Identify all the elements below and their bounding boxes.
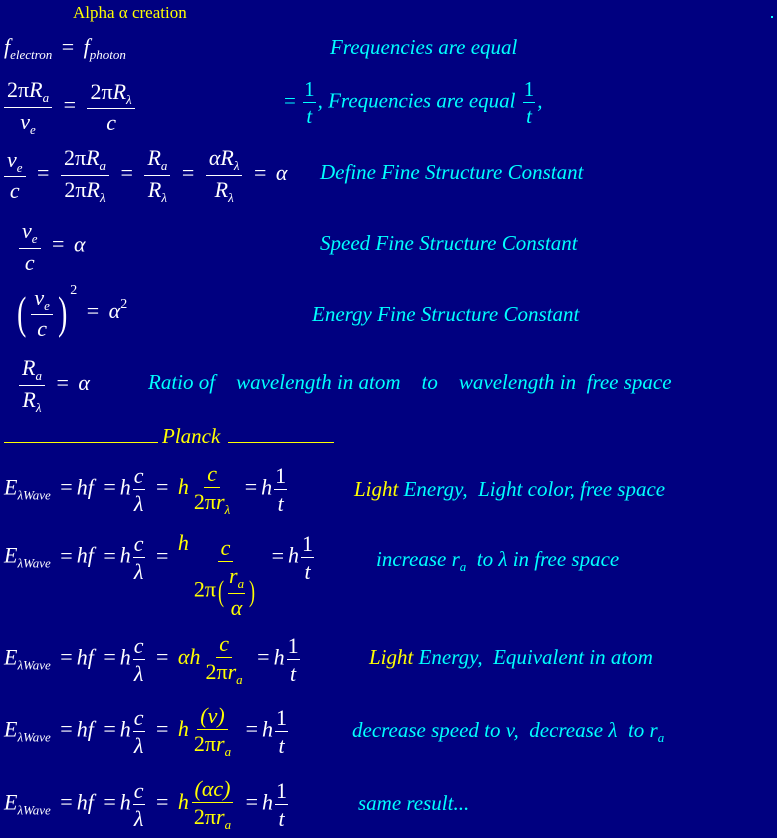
symbol: 2π xyxy=(90,78,113,104)
planck-heading: Planck xyxy=(4,424,335,449)
subscript: electron xyxy=(10,47,53,62)
fraction: Ra Rλ xyxy=(19,356,45,414)
equation-frequencies: felectron = fphoton xyxy=(4,34,126,62)
note-text: Frequencies are equal xyxy=(328,88,516,113)
equation-define-alpha: ve c = 2πRa 2πRλ = Ra Rλ = αRλ Rλ = α xyxy=(2,146,287,204)
divider xyxy=(228,441,335,443)
subscript: a xyxy=(42,90,50,105)
equation-speed-alpha: ve c = α xyxy=(17,219,86,274)
note-energy-alpha: Energy Fine Structure Constant xyxy=(312,302,580,326)
symbol: v xyxy=(20,108,31,134)
symbol: f xyxy=(4,34,11,59)
note-planck-same: same result... xyxy=(358,791,470,815)
note-wavelength-ratio: Ratio of wavelength in atom to wavelengt… xyxy=(148,370,672,394)
symbol: f xyxy=(83,34,90,59)
fraction: 2πRλ c xyxy=(87,78,135,136)
subscript: e xyxy=(30,121,36,137)
symbol: c xyxy=(106,110,116,136)
fraction: αRλ Rλ xyxy=(205,146,243,204)
note-speed-alpha: Speed Fine Structure Constant xyxy=(320,231,578,255)
note-planck-decrease: decrease speed to v, decrease λ to ra xyxy=(352,718,665,745)
note-planck-atom: Light Energy, Equivalent in atom xyxy=(369,645,653,669)
symbol: R xyxy=(112,78,127,104)
corner-dot xyxy=(771,16,773,18)
fraction: Ra Rλ xyxy=(144,146,171,204)
fraction: ve c xyxy=(4,148,26,203)
equation-circumference-ratio: 2πRa ve = 2πRλ c xyxy=(2,78,137,136)
fraction: ve c xyxy=(19,219,41,274)
subscript: λ xyxy=(126,91,132,107)
subscript: photon xyxy=(89,47,126,62)
symbol: R xyxy=(29,77,43,102)
equation-wavelength-ratio: Ra Rλ = α xyxy=(17,356,90,414)
equation-energy-alpha: ( ve c )2 = α2 xyxy=(17,283,128,342)
divider xyxy=(4,441,158,443)
operator: = xyxy=(61,34,75,59)
note-planck-free-space: Light Energy, Light color, free space xyxy=(354,477,666,501)
page-title: Alpha α creation xyxy=(73,3,187,22)
fraction: 2πRa ve xyxy=(4,77,53,137)
symbol: 2π xyxy=(7,77,30,102)
fraction: ve c xyxy=(31,286,53,341)
operator: = xyxy=(63,92,76,118)
note-planck-increase: increase ra to λ in free space xyxy=(376,547,620,574)
note-define-alpha: Define Fine Structure Constant xyxy=(320,160,584,184)
fraction: 2πRa 2πRλ xyxy=(60,146,110,204)
note-frequencies: Frequencies are equal xyxy=(330,35,518,59)
section-heading: Planck xyxy=(162,424,221,448)
operator: = xyxy=(284,88,296,113)
